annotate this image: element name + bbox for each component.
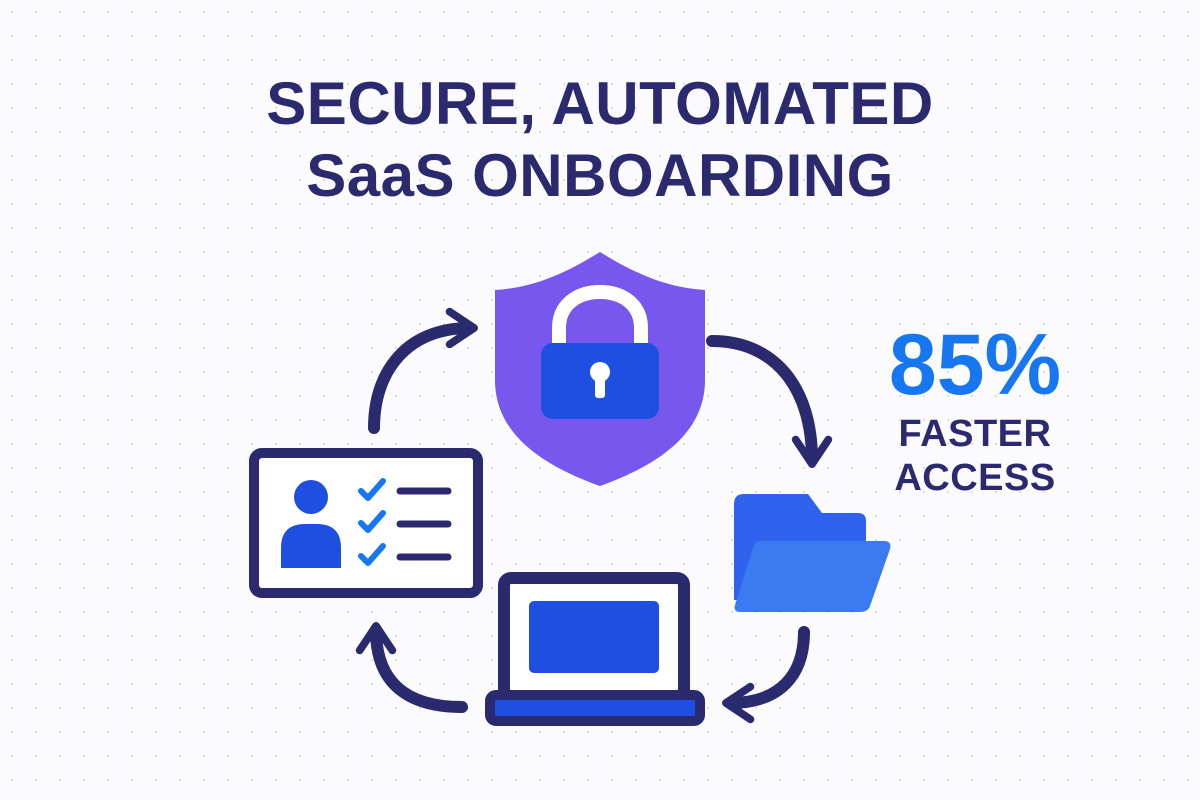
avatar-icon — [281, 480, 341, 568]
cycle-arrows — [355, 307, 833, 724]
stat-label-line-1: FASTER — [898, 413, 1052, 455]
check-icons — [358, 478, 386, 566]
arrow-profile-to-shield-icon — [368, 307, 478, 434]
checklist-lines — [396, 487, 452, 561]
page-title: SECURE, AUTOMATED SaaS ONBOARDING — [0, 68, 1200, 212]
title-line-2: SaaS ONBOARDING — [306, 142, 894, 209]
user-profile-checklist-icon — [249, 448, 483, 598]
laptop-icon — [485, 572, 705, 726]
stat-value: 85% — [888, 317, 1062, 413]
folder-icon — [734, 494, 891, 612]
stat-callout: 85% FASTER ACCESS — [860, 318, 1090, 500]
stat-label-line-2: ACCESS — [894, 457, 1056, 499]
title-line-1: SECURE, AUTOMATED — [266, 70, 934, 137]
arrow-folder-to-laptop-icon — [722, 626, 810, 724]
arrow-laptop-to-profile-icon — [355, 622, 468, 713]
arrow-shield-to-folder-icon — [706, 335, 833, 468]
shield-lock-icon — [495, 252, 705, 486]
